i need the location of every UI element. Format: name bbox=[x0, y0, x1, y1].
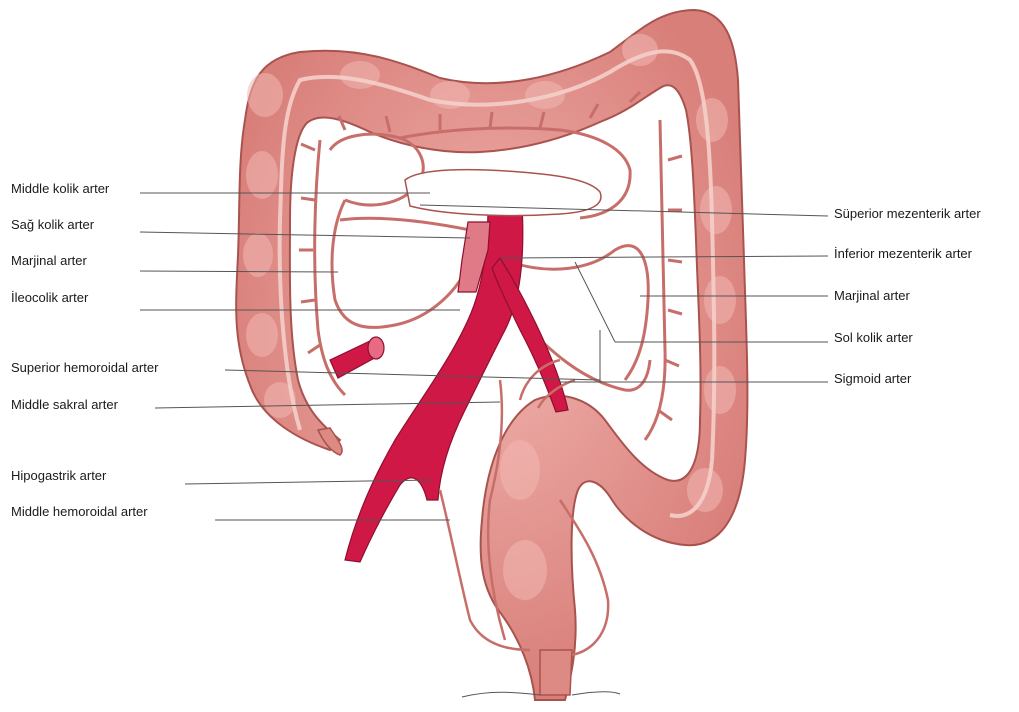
label-sag-kolik-arter: Sağ kolik arter bbox=[11, 217, 94, 233]
label-superior-mezenterik-arter: Süperior mezenterik arter bbox=[834, 206, 981, 222]
label-sigmoid-arter: Sigmoid arter bbox=[834, 371, 911, 387]
label-middle-hemoroidal-arter: Middle hemoroidal arter bbox=[11, 504, 148, 520]
label-ileocolik-arter: İleocolik arter bbox=[11, 290, 88, 306]
label-middle-kolik-arter: Middle kolik arter bbox=[11, 181, 109, 197]
label-sol-kolik-arter: Sol kolik arter bbox=[834, 330, 913, 346]
rectum bbox=[540, 650, 572, 695]
label-marjinal-arter-left: Marjinal arter bbox=[11, 253, 87, 269]
label-middle-sakral-arter: Middle sakral arter bbox=[11, 397, 118, 413]
label-marjinal-arter-right: Marjinal arter bbox=[834, 288, 910, 304]
label-inferior-mezenterik-arter: İnferior mezenterik arter bbox=[834, 246, 972, 262]
vessel-lumen bbox=[368, 337, 384, 359]
label-hipogastrik-arter: Hipogastrik arter bbox=[11, 468, 106, 484]
label-superior-hemoroidal-arter: Superior hemoroidal arter bbox=[11, 360, 158, 376]
